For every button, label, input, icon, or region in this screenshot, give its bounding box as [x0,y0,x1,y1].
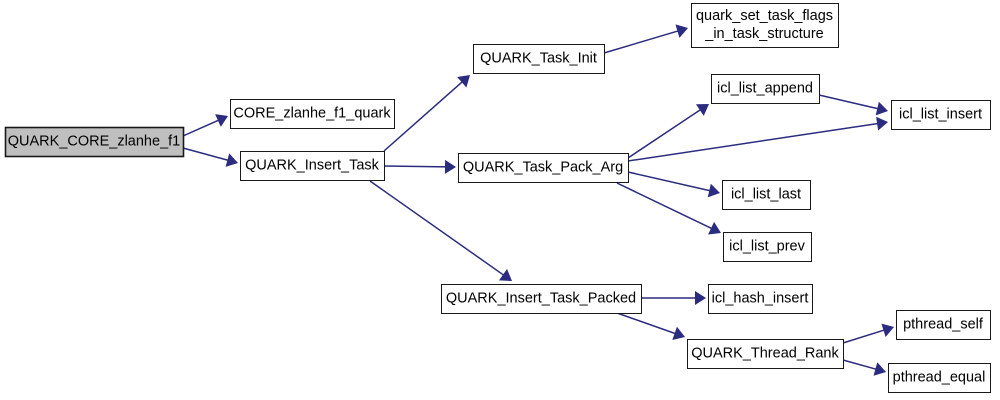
node-quark_core_zlanhe_f1[interactable]: QUARK_CORE_zlanhe_f1 [4,126,185,158]
arrow-head-icon [672,326,685,340]
node-quark_task_init[interactable]: QUARK_Task_Init [473,44,605,74]
edge-quark_insert_task-to-quark_insert_task_packed [369,180,512,281]
node-box[interactable] [888,363,991,393]
arrow-head-icon [708,221,721,235]
arrow-head-icon [873,362,886,376]
arrow-head-icon [225,153,238,167]
node-label: icl_list_insert [899,106,982,122]
node-label: pthread_equal [893,369,986,385]
edge-quark_core_zlanhe_f1-to-quark_insert_task [182,147,238,167]
node-box[interactable] [891,100,991,130]
edge-quark_insert_task-to-quark_task_pack_arg [383,159,456,174]
edges-layer [182,24,894,376]
node-box[interactable] [473,44,605,74]
node-quark_set_task_flags_in_task_structure[interactable]: quark_set_task_flags _in_task_structure [691,3,839,48]
edge-quark_task_pack_arg-to-icl_list_append [627,104,709,159]
node-box[interactable] [711,74,820,104]
node-box[interactable] [458,153,629,183]
edge-line [603,29,680,54]
edge-line [383,165,448,168]
edge-line [842,359,878,371]
edge-line [627,171,712,192]
node-quark_insert_task_packed[interactable]: QUARK_Insert_Task_Packed [441,284,642,314]
arrow-head-icon [695,104,709,116]
node-box[interactable] [240,151,385,181]
edge-quark_thread_rank-to-pthread_equal [842,359,886,376]
node-label: QUARK_Task_Pack_Arg [463,159,623,175]
edge-quark_thread_rank-to-pthread_self [842,323,894,344]
node-box[interactable] [722,180,811,210]
edge-quark_task_pack_arg-to-icl_list_last [627,171,720,198]
arrow-head-icon [695,291,706,305]
node-label: icl_list_append [717,80,813,96]
nodes-layer: QUARK_CORE_zlanhe_f1 CORE_zlanhe_f1_quark… [4,3,991,393]
edge-line [842,328,886,344]
node-quark_insert_task[interactable]: QUARK_Insert_Task [240,151,385,181]
node-icl_list_last[interactable]: icl_list_last [722,180,811,210]
arrow-head-icon [675,24,688,38]
node-box[interactable] [691,3,839,48]
node-label: QUARK_Insert_Task [245,157,380,173]
node-core_zlanhe_f1_quark[interactable]: CORE_zlanhe_f1_quark [230,99,395,129]
edge-line [182,147,230,162]
edge-line [818,94,880,110]
node-quark_task_pack_arg[interactable]: QUARK_Task_Pack_Arg [458,153,629,183]
edge-quark_task_pack_arg-to-icl_list_prev [616,182,721,235]
edge-quark_core_zlanhe_f1-to-core_zlanhe_f1_quark [182,114,228,137]
edge-line [182,118,221,137]
edge-line [627,108,702,159]
node-label: QUARK_Insert_Task_Packed [446,290,636,306]
edge-line [627,122,880,162]
node-quark_thread_rank[interactable]: QUARK_Thread_Rank [687,339,844,369]
arrow-head-icon [875,101,888,116]
edge-quark_insert_task-to-quark_task_init [383,75,470,152]
edge-line [616,312,677,335]
node-label: _in_task_structure [704,26,823,42]
node-label: pthread_self [903,316,984,332]
node-label: icl_list_last [731,186,801,202]
edge-line [383,80,464,152]
arrow-head-icon [444,159,456,174]
edge-icl_list_append-to-icl_list_insert [818,94,888,116]
node-box[interactable] [441,284,642,314]
arrow-head-icon [498,268,512,281]
node-label: CORE_zlanhe_f1_quark [233,105,391,121]
node-label: icl_list_prev [729,238,805,254]
edge-quark_task_pack_arg-to-icl_list_insert [627,116,888,162]
node-box[interactable] [687,339,844,369]
arrow-head-icon [707,183,720,198]
node-pthread_equal[interactable]: pthread_equal [888,363,991,393]
node-label: QUARK_Task_Init [480,50,597,66]
edge-line [616,182,714,230]
node-box[interactable] [708,284,813,314]
node-icl_list_insert[interactable]: icl_list_insert [891,100,991,130]
node-box[interactable] [4,126,185,158]
node-icl_hash_insert[interactable]: icl_hash_insert [708,284,813,314]
node-icl_list_append[interactable]: icl_list_append [711,74,820,104]
node-icl_list_prev[interactable]: icl_list_prev [723,232,812,262]
node-box[interactable] [896,310,991,340]
arrow-head-icon [881,323,894,337]
node-label: icl_hash_insert [712,290,809,306]
node-label: QUARK_Thread_Rank [691,345,839,361]
arrow-head-icon [876,116,888,131]
edge-quark_insert_task_packed-to-quark_thread_rank [616,312,685,340]
edge-quark_insert_task_packed-to-icl_hash_insert [641,291,706,305]
node-pthread_self[interactable]: pthread_self [896,310,991,340]
node-box[interactable] [723,232,812,262]
edge-quark_task_init-to-quark_set_task_flags_in_task_structure [603,24,688,54]
edge-line [369,180,506,277]
node-label: quark_set_task_flags [696,8,833,24]
node-label: QUARK_CORE_zlanhe_f1 [8,133,180,149]
arrow-head-icon [457,75,470,88]
arrow-head-icon [215,114,228,127]
node-box[interactable] [230,99,395,129]
